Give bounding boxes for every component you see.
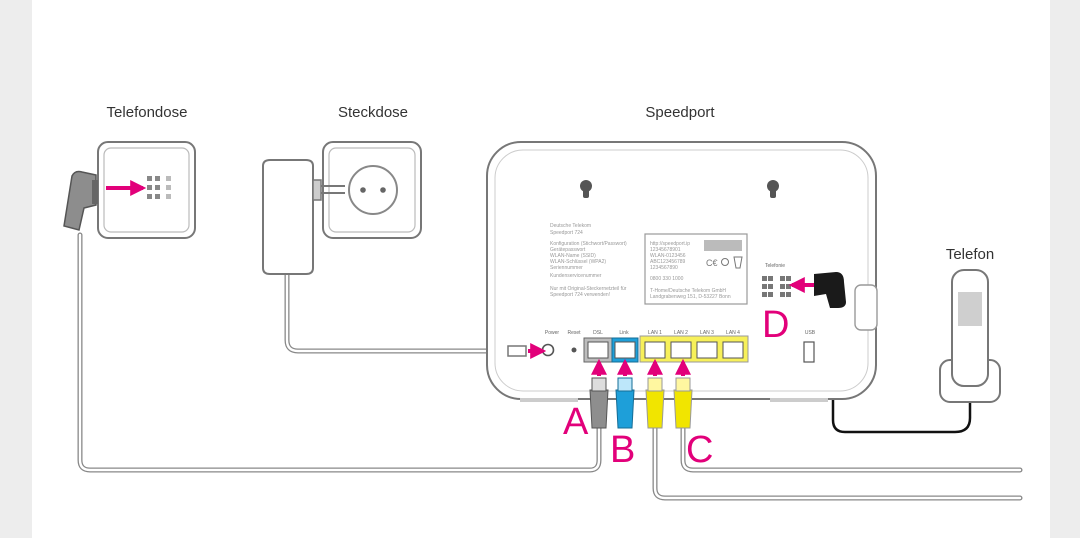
power-adapter-icon <box>262 159 314 275</box>
sticker-line: http://speedport.ip <box>650 241 690 247</box>
info-line: Konfiguration (Stichwort/Passwort) <box>550 241 627 247</box>
phone-cable <box>831 290 972 434</box>
letter-b: B <box>610 429 635 471</box>
tae-socket-icon <box>147 176 171 199</box>
sticker-line: WLAN-0123456 <box>650 253 686 259</box>
wall-mount-right-icon <box>767 180 779 198</box>
power-label: Power <box>545 330 560 336</box>
telefonie-port-2 <box>780 276 791 297</box>
link-plug <box>615 358 635 429</box>
reset-label: Reset <box>567 330 581 336</box>
sticker-line: ABC123456789 <box>650 259 686 265</box>
letter-d: D <box>762 304 789 346</box>
note-line: Nur mit Original-Steckernetzteil für <box>550 286 627 292</box>
lan3-label: LAN 3 <box>700 330 714 336</box>
lan4-label: LAN 4 <box>726 330 740 336</box>
telefondose <box>63 141 196 239</box>
wall-mount-left-icon <box>580 180 592 198</box>
sticker-line: 1234567890 <box>650 265 678 271</box>
steckdose <box>262 141 422 275</box>
dsl-label: DSL <box>593 330 603 336</box>
letter-a: A <box>563 401 589 443</box>
weee-bin-icon <box>733 256 743 269</box>
phone-display <box>958 292 982 326</box>
info-line: Gerätepasswort <box>550 247 586 253</box>
maker-line: T-Home/Deutsche Telekom GmbH <box>650 288 726 294</box>
usb-port <box>803 341 815 363</box>
telefon <box>939 269 1001 403</box>
lan3-port <box>696 341 718 359</box>
phone-plug-icon <box>814 272 846 308</box>
dsl-plug <box>589 358 609 429</box>
dsl-port <box>587 341 609 359</box>
info-line: WLAN-Name (SSID) <box>550 253 596 259</box>
lan1-label: LAN 1 <box>648 330 662 336</box>
telefonie-port-1 <box>762 276 773 297</box>
power-outlet-icon <box>348 165 398 215</box>
device-model: Speedport 724 <box>550 230 583 236</box>
phone-handset-icon <box>951 269 989 387</box>
lan2-label: LAN 2 <box>674 330 688 336</box>
device-brand: Deutsche Telekom <box>550 223 591 229</box>
usb-label: USB <box>805 330 816 336</box>
link-label: Link <box>619 330 629 336</box>
label-telefondose: Telefondose <box>107 104 188 121</box>
lan1-plug <box>645 358 665 429</box>
info-line: Seriennummer <box>550 265 583 271</box>
sticker-line: 0800 330 1000 <box>650 276 684 282</box>
lan1-port <box>644 341 666 359</box>
device-info-lines: Konfiguration (Stichwort/Passwort) Gerät… <box>550 241 627 298</box>
label-telefon: Telefon <box>946 246 994 263</box>
maker-line: Landgrabenweg 151, D-53227 Bonn <box>650 294 731 300</box>
sticker-lines: http://speedport.ip 12345678901 WLAN-012… <box>650 241 731 300</box>
reset-button <box>571 347 577 353</box>
link-port <box>614 341 636 359</box>
label-speedport: Speedport <box>645 104 715 121</box>
lan2-plug <box>673 358 693 429</box>
power-port <box>541 343 555 357</box>
ce-mark-icon: C€ <box>706 258 718 268</box>
telefonie-label: Telefonie <box>765 263 785 269</box>
info-line: Kundenservicenummer <box>550 273 602 279</box>
sticker-line: 12345678901 <box>650 247 681 253</box>
note-line: Speedport 724 verwenden! <box>550 292 610 298</box>
power-plug <box>507 343 547 359</box>
info-icon <box>721 258 729 266</box>
lan4-port <box>722 341 744 359</box>
info-line: WLAN-Schlüssel (WPA2) <box>550 259 606 265</box>
label-steckdose: Steckdose <box>338 104 408 121</box>
tae-plug-icon <box>63 170 97 231</box>
lan2-port <box>670 341 692 359</box>
letter-c: C <box>686 429 713 471</box>
